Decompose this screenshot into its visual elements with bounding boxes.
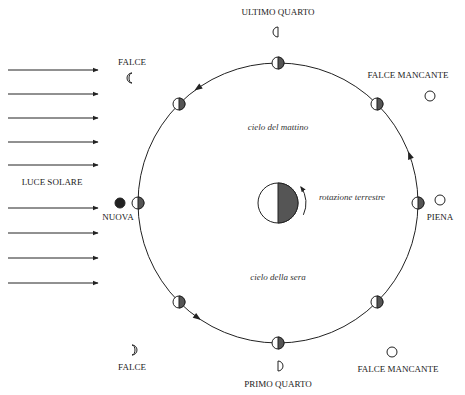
- phase-label: FALCE MANCANTE: [357, 365, 438, 375]
- earth: [258, 183, 298, 223]
- phase-label: PRIMO QUARTO: [244, 380, 312, 390]
- orbit-direction-arrow: [193, 313, 201, 320]
- orbit-moon: [272, 57, 284, 69]
- phase-label: FALCE MANCANTE: [367, 71, 448, 81]
- lunar-orbit: [138, 63, 418, 343]
- sunlight-arrow: [8, 94, 98, 95]
- sunlight-arrow: [8, 283, 98, 284]
- phase-label: cielo del mattino: [248, 123, 309, 133]
- orbit-moon: [173, 98, 185, 110]
- orbit-direction-arrow: [408, 151, 414, 160]
- waning-gibbous-icon: [425, 91, 435, 101]
- full-moon-icon: [435, 195, 445, 205]
- waning-crescent-icon: [127, 73, 132, 83]
- orbit-moon: [173, 296, 185, 308]
- sunlight-arrow: [8, 233, 98, 234]
- orbit-moon: [371, 98, 383, 110]
- sunlight-arrow: [8, 165, 98, 166]
- phase-label: FALCE: [118, 363, 146, 373]
- orbit-moon: [371, 296, 383, 308]
- sunlight-arrow: [8, 208, 98, 209]
- waxing-gibbous-icon: [387, 347, 397, 357]
- new-moon-icon: [115, 198, 125, 208]
- phase-label: cielo della sera: [250, 273, 306, 283]
- last-quarter-icon: [273, 27, 278, 37]
- first-quarter-icon: [278, 361, 283, 371]
- rotation-arrow: [301, 187, 306, 215]
- sunlight-arrow: [8, 258, 98, 259]
- sunlight-arrow: [8, 70, 98, 71]
- phase-label: FALCE: [118, 58, 146, 68]
- phase-label: rotazione terrestre: [319, 193, 385, 203]
- sunlight-arrow: [8, 142, 98, 143]
- phase-label: PIENA: [427, 213, 454, 223]
- phase-label: ULTIMO QUARTO: [241, 8, 314, 18]
- orbit-moon: [412, 197, 424, 209]
- waxing-crescent-icon: [132, 345, 137, 355]
- phase-label: LUCE SOLARE: [22, 178, 83, 188]
- orbit-moon: [272, 337, 284, 349]
- phase-label: NUOVA: [102, 213, 133, 223]
- sunlight-arrow: [8, 118, 98, 119]
- orbit-direction-arrow: [194, 84, 202, 91]
- orbit-moon: [132, 197, 144, 209]
